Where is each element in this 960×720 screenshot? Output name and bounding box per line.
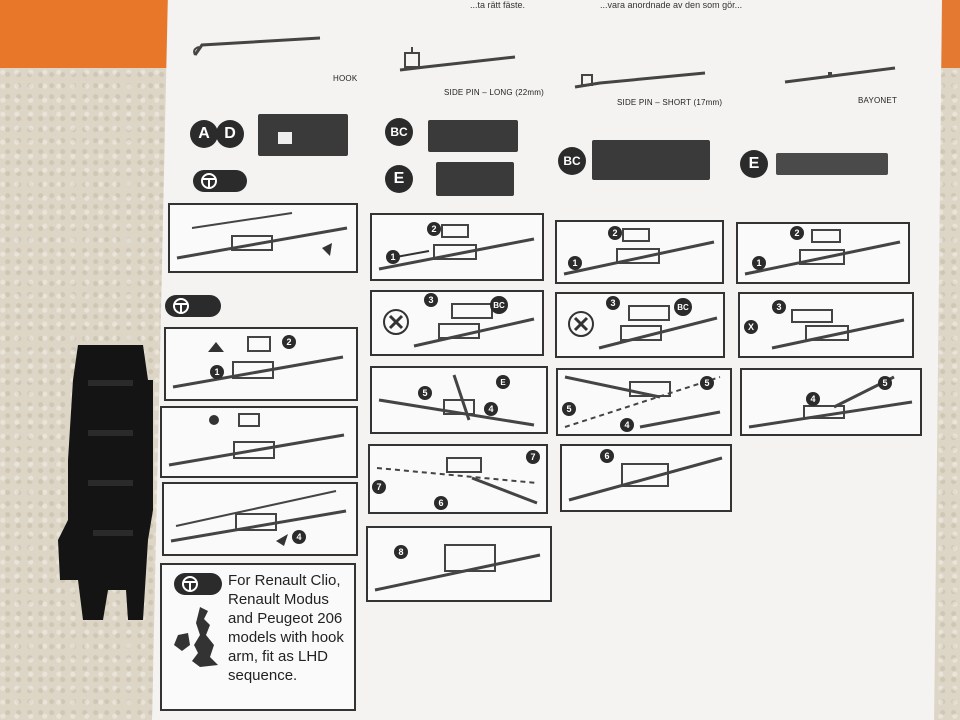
steering-wheel-badge-1 [193, 170, 247, 192]
steering-wheel-badge-2 [165, 295, 221, 317]
blade-diagram-c2-3 [376, 457, 538, 505]
step-c2-6-num: 6 [434, 496, 448, 510]
uk-ireland-map-icon [174, 607, 218, 667]
inline-bc-label-long: BC [490, 296, 508, 314]
inline-x-label: X [744, 320, 758, 334]
step-c3-5a-num: 5 [562, 402, 576, 416]
blade-diagram-c4-0 [744, 229, 901, 276]
badge-bc-long: BC [385, 118, 413, 146]
note-text: For Renault Clio, Renault Modus and Peug… [228, 572, 344, 684]
adapter-e-bayonet-image [776, 153, 888, 175]
step-panel-c1-0 [168, 203, 358, 273]
step-c2-7b-num: 7 [526, 450, 540, 464]
header-text-right: ...vara anordnade av den som gör... [600, 0, 743, 10]
step-c2-7a-num: 7 [372, 480, 386, 494]
adapter-bc-short-image [592, 140, 710, 180]
inline-bc-label-short: BC [674, 298, 692, 316]
blade-diagram-c1-3 [170, 490, 347, 546]
step-c3-6-num: 6 [600, 449, 614, 463]
blade-diagram-c2-0 [378, 224, 535, 271]
blade-diagram-c4-1 [771, 309, 905, 350]
adapter-ad-image [258, 114, 348, 156]
step-c3-3-num: 3 [606, 296, 620, 310]
step-c2-1-num: 1 [386, 250, 400, 264]
badge-d: D [216, 120, 244, 148]
step-c1-1-num: 1 [210, 365, 224, 379]
step-c4-2-num: 2 [790, 226, 804, 240]
adapter-ad-window [278, 132, 292, 144]
steering-wheel-badge-note [174, 573, 222, 595]
inline-e-label: E [496, 375, 510, 389]
step-c2-4-num: 4 [484, 402, 498, 416]
blade-diagram-c4-2 [748, 375, 913, 429]
step-panel-c1-1 [164, 327, 358, 401]
blade-diagram-c2-1 [383, 303, 535, 348]
step-c4-1-num: 1 [752, 256, 766, 270]
blade-diagram-c1-2 [168, 413, 345, 467]
blade-diagram-c2-4 [374, 544, 541, 592]
step-c2-2-num: 2 [427, 222, 441, 236]
blade-diagram-c3-3 [568, 456, 723, 502]
header-text-left: ...ta rätt fäste. [470, 0, 526, 10]
step-c3-4-num: 4 [620, 418, 634, 432]
step-c4-4-num: 4 [806, 392, 820, 406]
blade-diagram-c2-2 [378, 374, 535, 427]
blade-diagram-c3-2 [564, 375, 721, 429]
type-label-side-pin-long: SIDE PIN – LONG (22mm) [444, 88, 544, 97]
adapter-e-long-image [436, 162, 514, 196]
step-panel-c2-4 [366, 526, 552, 602]
step-panel-c4-0 [736, 222, 910, 284]
adapter-bc-long-image [428, 120, 518, 152]
hook-arm-illustration [193, 36, 321, 56]
badge-bc-short: BC [558, 147, 586, 175]
step-c3-1-num: 1 [568, 256, 582, 270]
step-c4-5-num: 5 [878, 376, 892, 390]
blade-diagram-c1-0 [176, 212, 348, 260]
type-label-side-pin-short: SIDE PIN – SHORT (17mm) [617, 98, 723, 107]
step-c3-2-num: 2 [608, 226, 622, 240]
orange-box-edge [0, 0, 175, 68]
badge-e-bayonet: E [740, 150, 768, 178]
blade-diagram-c3-0 [563, 228, 715, 276]
step-panel-c2-3 [368, 444, 548, 514]
blade-diagram-c3-1 [568, 305, 718, 350]
badge-e-long: E [385, 165, 413, 193]
step-c1-2-num: 2 [282, 335, 296, 349]
step-panel-c3-0 [555, 220, 724, 284]
note-box: For Renault Clio, Renault Modus and Peug… [160, 563, 356, 711]
step-c1-4-num: 4 [292, 530, 306, 544]
blade-diagram-c1-1 [172, 336, 344, 389]
step-c4-3-num: 3 [772, 300, 786, 314]
step-c2-3-num: 3 [424, 293, 438, 307]
side-pin-long-illustration [399, 47, 516, 72]
step-c2-8-num: 8 [394, 545, 408, 559]
plastic-adapter-clip [58, 345, 153, 620]
side-pin-short-illustration [574, 71, 706, 89]
badge-a: A [190, 120, 218, 148]
step-c2-5-num: 5 [418, 386, 432, 400]
bayonet-illustration [784, 66, 896, 84]
type-label-bayonet: BAYONET [858, 96, 898, 105]
step-c3-5b-num: 5 [700, 376, 714, 390]
type-label-hook: HOOK [333, 74, 358, 83]
